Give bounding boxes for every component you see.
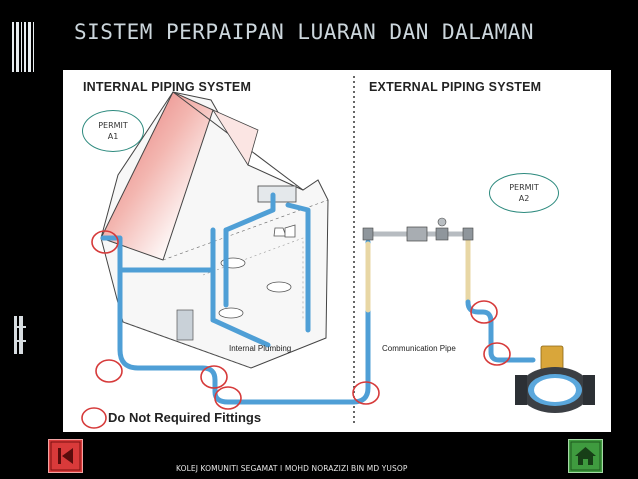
legend-text: Do Not Required Fittings bbox=[108, 410, 262, 425]
permit-a1-badge: PERMIT A1 bbox=[82, 110, 144, 152]
main-water-pipe bbox=[515, 345, 595, 413]
first-slide-icon bbox=[48, 439, 83, 473]
fitting-circle bbox=[352, 381, 380, 405]
fitting-circle bbox=[91, 230, 119, 254]
permit-a2-badge: PERMIT A2 bbox=[489, 173, 559, 213]
permit-a1-label: PERMIT bbox=[98, 121, 128, 130]
external-pipes bbox=[365, 231, 536, 365]
side-strip-decoration bbox=[14, 316, 26, 354]
permit-a2-label: PERMIT bbox=[509, 183, 539, 192]
piping-illustration bbox=[81, 76, 595, 429]
fitting-circles bbox=[81, 230, 511, 429]
decorative-bars bbox=[12, 22, 36, 72]
fitting-circle bbox=[483, 342, 511, 366]
fitting-circle bbox=[95, 359, 123, 383]
permit-a2-code: A2 bbox=[518, 194, 530, 203]
legend-circle bbox=[81, 407, 107, 429]
fitting-circle bbox=[470, 300, 498, 324]
permit-a1-code: A1 bbox=[107, 132, 119, 141]
internal-pipes bbox=[100, 192, 371, 405]
home-button[interactable] bbox=[568, 439, 603, 473]
internal-plumbing-label: Internal Plumbing bbox=[229, 344, 292, 353]
fitting-circle bbox=[200, 365, 228, 389]
first-slide-button[interactable] bbox=[48, 439, 83, 473]
piping-diagram: INTERNAL PIPING SYSTEM EXTERNAL PIPING S… bbox=[63, 70, 611, 432]
footer-text: KOLEJ KOMUNITI SEGAMAT I MOHD NORAZIZI B… bbox=[176, 464, 408, 473]
fitting-circle bbox=[214, 386, 242, 410]
internal-heading: INTERNAL PIPING SYSTEM bbox=[83, 80, 252, 94]
communication-pipe-label: Communication Pipe bbox=[382, 344, 456, 353]
slide-title: SISTEM PERPAIPAN LUARAN DAN DALAMAN bbox=[74, 20, 535, 44]
meter-assembly bbox=[362, 217, 474, 242]
home-icon bbox=[568, 439, 603, 473]
external-heading: EXTERNAL PIPING SYSTEM bbox=[369, 80, 542, 94]
